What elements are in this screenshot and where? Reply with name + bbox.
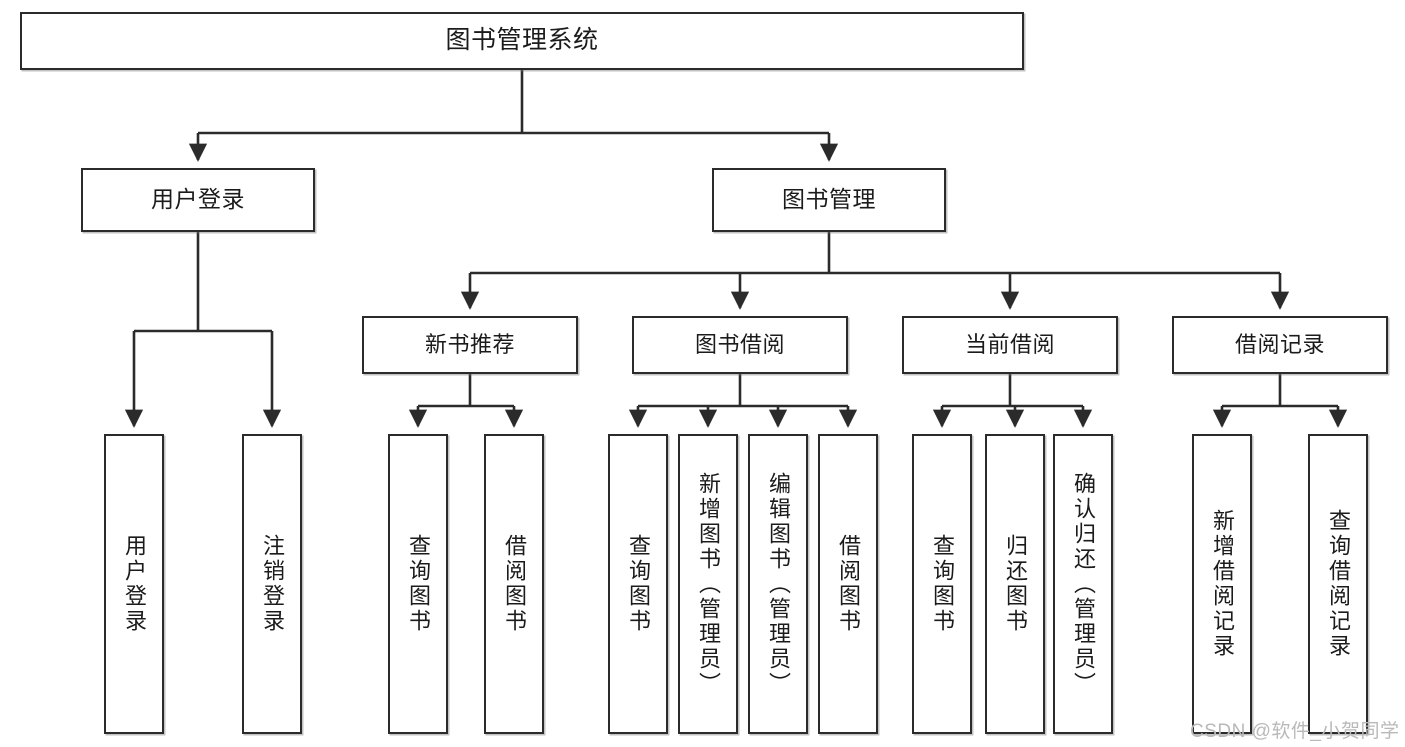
node-leaf-query-book-1[interactable]: 查询图书 bbox=[388, 434, 448, 734]
node-leaf-user-login[interactable]: 用户登录 bbox=[104, 434, 164, 734]
node-leaf-query-book-2[interactable]: 查询图书 bbox=[608, 434, 668, 734]
node-root-label: 图书管理系统 bbox=[445, 26, 599, 55]
node-current-borrow-label: 当前借阅 bbox=[964, 332, 1055, 358]
node-current-borrow[interactable]: 当前借阅 bbox=[902, 316, 1118, 374]
node-book-manage[interactable]: 图书管理 bbox=[712, 168, 946, 232]
node-leaf-edit-book-label: 编辑图书（管理员） bbox=[766, 471, 791, 697]
node-leaf-query-record[interactable]: 查询借阅记录 bbox=[1308, 434, 1368, 734]
node-leaf-return-book[interactable]: 归还图书 bbox=[985, 434, 1045, 734]
node-leaf-add-record-label: 新增借阅记录 bbox=[1210, 509, 1235, 659]
node-root[interactable]: 图书管理系统 bbox=[20, 12, 1024, 70]
node-leaf-query-record-label: 查询借阅记录 bbox=[1326, 509, 1351, 659]
node-new-book-rec[interactable]: 新书推荐 bbox=[362, 316, 578, 374]
node-leaf-query-book-2-label: 查询图书 bbox=[626, 534, 651, 634]
node-book-manage-label: 图书管理 bbox=[782, 186, 876, 213]
watermark: CSDN @软件_小贺同学 bbox=[1190, 721, 1400, 742]
node-leaf-add-book[interactable]: 新增图书（管理员） bbox=[678, 434, 738, 734]
node-leaf-borrow-book-2[interactable]: 借阅图书 bbox=[818, 434, 878, 734]
node-leaf-return-book-label: 归还图书 bbox=[1003, 534, 1028, 634]
node-leaf-confirm-return[interactable]: 确认归还（管理员） bbox=[1053, 434, 1113, 734]
node-leaf-query-book-3[interactable]: 查询图书 bbox=[912, 434, 972, 734]
node-leaf-borrow-book-1[interactable]: 借阅图书 bbox=[484, 434, 544, 734]
node-leaf-user-logout[interactable]: 注销登录 bbox=[242, 434, 302, 734]
node-leaf-add-record[interactable]: 新增借阅记录 bbox=[1192, 434, 1252, 734]
node-leaf-edit-book[interactable]: 编辑图书（管理员） bbox=[748, 434, 808, 734]
node-leaf-query-book-3-label: 查询图书 bbox=[930, 534, 955, 634]
node-leaf-user-login-label: 用户登录 bbox=[122, 534, 147, 634]
node-user-login-label: 用户登录 bbox=[151, 186, 245, 213]
node-leaf-borrow-book-2-label: 借阅图书 bbox=[836, 534, 861, 634]
node-leaf-add-book-label: 新增图书（管理员） bbox=[696, 471, 721, 697]
node-leaf-user-logout-label: 注销登录 bbox=[260, 534, 285, 634]
node-borrow-record-label: 借阅记录 bbox=[1234, 332, 1325, 358]
node-leaf-query-book-1-label: 查询图书 bbox=[406, 534, 431, 634]
node-new-book-rec-label: 新书推荐 bbox=[424, 332, 515, 358]
node-borrow-record[interactable]: 借阅记录 bbox=[1172, 316, 1388, 374]
node-book-borrow-label: 图书借阅 bbox=[694, 332, 785, 358]
node-user-login[interactable]: 用户登录 bbox=[81, 168, 315, 232]
node-leaf-confirm-return-label: 确认归还（管理员） bbox=[1071, 471, 1096, 697]
node-book-borrow[interactable]: 图书借阅 bbox=[632, 316, 848, 374]
node-leaf-borrow-book-1-label: 借阅图书 bbox=[502, 534, 527, 634]
